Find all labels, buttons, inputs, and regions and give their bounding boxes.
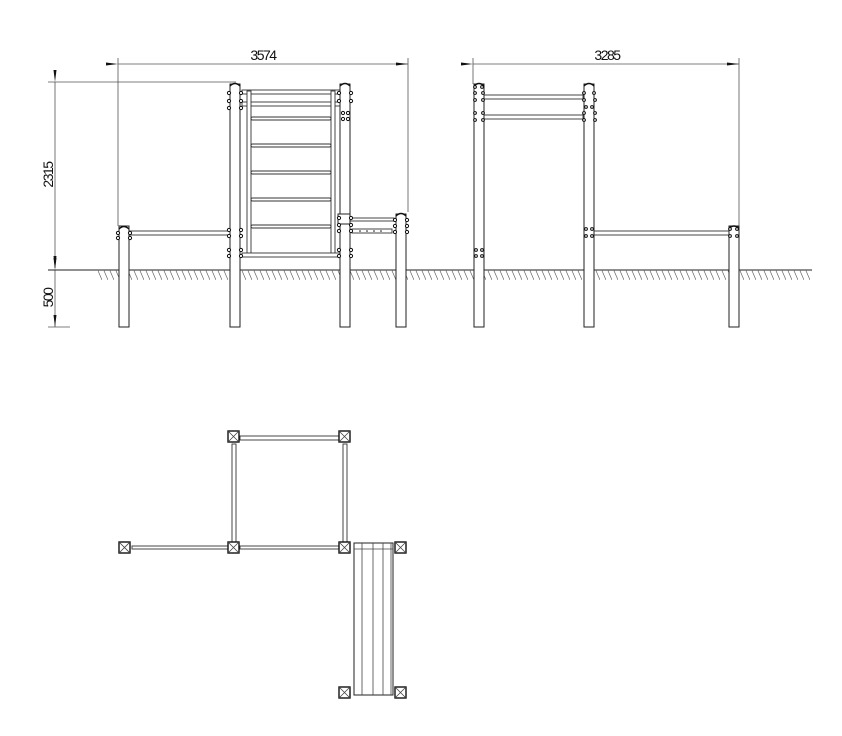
post-2	[229, 83, 241, 328]
front-view-right: 3285	[461, 47, 740, 328]
plan-view	[118, 430, 407, 699]
post-marker	[227, 430, 240, 443]
front-view-left: 3574 2315 500	[40, 47, 812, 328]
post-marker	[394, 686, 407, 699]
ladder-rung	[250, 170, 332, 175]
post-marker	[227, 541, 240, 554]
height-label: 2315	[40, 161, 56, 188]
ladder-rung	[250, 224, 332, 229]
dimension-depth: 500	[40, 258, 70, 328]
dimension-height: 2315	[40, 70, 236, 268]
bench-rail-bottom	[351, 228, 393, 234]
bench	[353, 542, 394, 696]
dimension-width-right: 3285	[461, 47, 740, 226]
ladder	[241, 89, 341, 258]
bench-rail-top	[349, 217, 395, 222]
ladder-rung	[250, 197, 332, 202]
width-label-left: 3574	[250, 47, 277, 63]
high-bar-1	[483, 94, 584, 100]
ladder-rung	[250, 116, 332, 121]
post-marker	[118, 541, 131, 554]
post-marker	[338, 541, 351, 554]
post-marker	[338, 430, 351, 443]
dimension-width-left: 3574	[106, 47, 409, 226]
low-bar-right	[593, 230, 731, 236]
post-marker	[394, 541, 407, 554]
post-c	[728, 225, 740, 328]
post-1	[118, 225, 130, 328]
ladder-rung	[250, 143, 332, 148]
low-bar-left	[127, 230, 231, 236]
post-marker	[338, 686, 351, 699]
ground-hatching	[98, 270, 812, 280]
depth-label: 500	[40, 287, 56, 308]
width-label-right: 3285	[594, 47, 621, 63]
post-4	[395, 213, 407, 328]
high-bar-2	[483, 114, 584, 120]
